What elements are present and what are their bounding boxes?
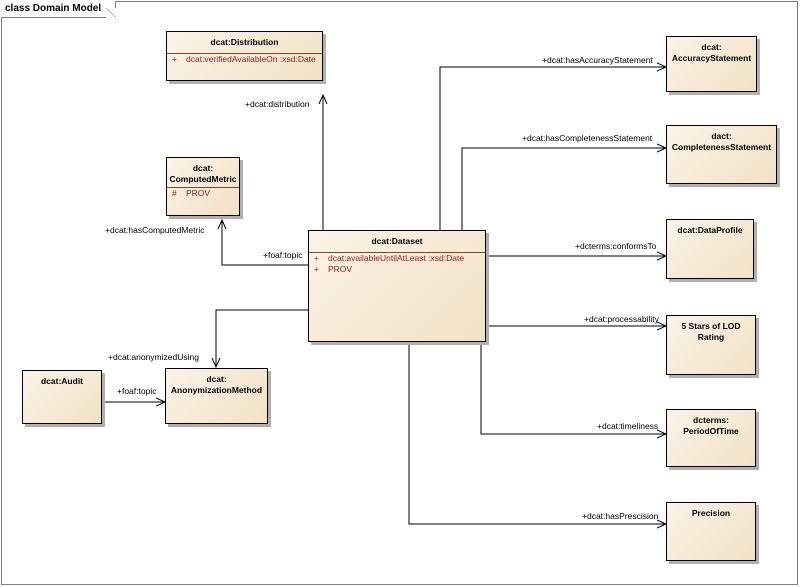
class-name: dcat:Distribution: [210, 37, 279, 47]
class-name: dcat:Audit: [40, 376, 84, 386]
class-dataset[interactable]: dcat:Dataset +dcat:availableUntilAtLeast…: [308, 230, 486, 342]
label-foaf-topic-audit: +foaf:topic: [117, 386, 157, 396]
edge-accuracy: [439, 67, 666, 230]
class-name: dcterms:PeriodOfTime: [683, 415, 739, 436]
label-has-computed-metric: +dcat:hasComputedMetric: [105, 225, 205, 235]
attribute: +PROV: [314, 264, 353, 274]
class-name: Precision: [691, 508, 731, 518]
edge-completeness: [461, 148, 666, 230]
attribute: +dcat:verifiedAvailableOn :xsd:Date: [172, 54, 316, 64]
class-distribution[interactable]: dcat:Distribution +dcat:verifiedAvailabl…: [166, 31, 323, 81]
diagram-title: class Domain Model: [1, 1, 117, 18]
class-computed-metric[interactable]: dcat:ComputedMetric #PROV: [166, 157, 240, 216]
label-anonymized-using: +dcat:anonymizedUsing: [108, 352, 199, 362]
label-has-accuracy: +dcat:hasAccuracyStatement: [542, 55, 653, 65]
edge-precision: [408, 342, 666, 524]
class-name: dcat:ComputedMetric: [169, 163, 237, 184]
class-completeness-statement[interactable]: dact:CompletenessStatement: [666, 125, 777, 184]
class-name: dcat:DataProfile: [677, 225, 743, 235]
edge-anonymization: [216, 309, 308, 367]
class-name: dact:CompletenessStatement: [671, 131, 772, 152]
class-data-profile[interactable]: dcat:DataProfile: [666, 219, 754, 279]
class-name: dcat:Dataset: [371, 236, 423, 246]
class-name: dcat:AccuracyStatement: [671, 42, 752, 63]
attribute: +dcat:availableUntilAtLeast :xsd:Date: [314, 253, 465, 263]
class-period-of-time[interactable]: dcterms:PeriodOfTime: [666, 409, 756, 467]
label-distribution: +dcat:distribution: [245, 99, 310, 109]
label-has-precision: +dcat:hasPrescision: [582, 511, 659, 521]
class-accuracy-statement[interactable]: dcat:AccuracyStatement: [666, 36, 757, 92]
label-foaf-topic-dataset: +foaf:topic: [263, 250, 303, 260]
label-timeliness: +dcat:timeliness: [597, 421, 659, 431]
edge-computed-metric: [222, 220, 308, 266]
class-precision[interactable]: Precision: [666, 502, 756, 561]
label-has-completeness: +dcat:hasCompletenessStatement: [522, 133, 653, 143]
class-name: dcat:AnonymizationMethod: [170, 374, 263, 395]
label-conforms-to: +dcterms:conformsTo: [575, 241, 657, 251]
class-anonymization-method[interactable]: dcat:AnonymizationMethod: [165, 368, 268, 424]
edge-periodoftime: [480, 342, 666, 434]
attribute: #PROV: [172, 188, 211, 198]
class-audit[interactable]: dcat:Audit: [22, 370, 102, 424]
label-processability: +dcat:processability: [584, 314, 659, 324]
